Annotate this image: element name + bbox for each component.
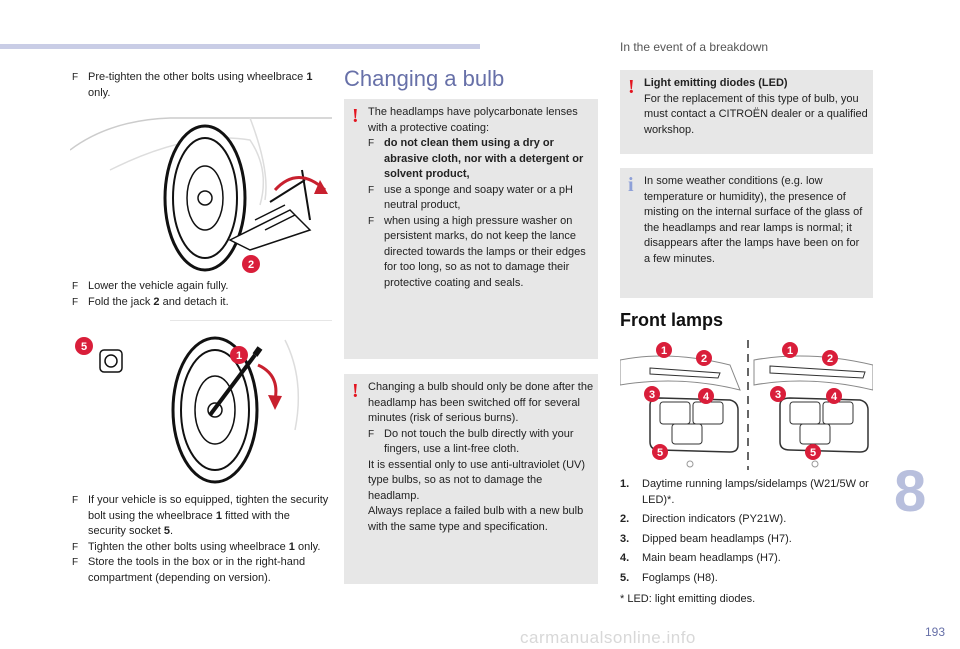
svg-text:2: 2 <box>701 353 707 365</box>
warning-icon: ! <box>352 380 359 402</box>
svg-text:1: 1 <box>236 350 242 362</box>
subsection-heading: Front lamps <box>620 310 724 330</box>
legend-item: 5.Foglamps (H8). <box>620 571 718 584</box>
callout-1 <box>230 346 248 364</box>
warning-icon: ! <box>352 105 359 127</box>
led-warning-box: ! Light emitting diodes (LED) For the re… <box>620 70 873 154</box>
warning-icon: ! <box>628 76 635 98</box>
callout-2 <box>242 255 260 273</box>
svg-text:3: 3 <box>649 389 655 401</box>
svg-text:2: 2 <box>248 259 254 271</box>
right-lamp-drawing <box>753 355 873 468</box>
svg-text:5: 5 <box>657 447 663 459</box>
front-lamps-figure: 1 2 3 4 5 1 2 3 4 5 <box>620 340 873 470</box>
misting-info-box: i In some weather conditions (e.g. low t… <box>620 168 873 298</box>
svg-text:5: 5 <box>81 341 87 353</box>
svg-text:4: 4 <box>831 391 838 403</box>
info-icon: i <box>628 174 634 196</box>
wheel-jack-figure: 2 <box>70 117 332 273</box>
svg-text:4: 4 <box>703 391 710 403</box>
svg-text:3: 3 <box>775 389 781 401</box>
watermark: carmanualsonline.info <box>520 628 696 647</box>
legend-item: 4.Main beam headlamps (H7). <box>620 552 781 564</box>
header-bar <box>0 44 480 49</box>
legend-item: 3.Dipped beam headlamps (H7). <box>620 532 792 545</box>
section-title: In the event of a breakdown <box>620 40 769 54</box>
polycarbonate-warning-box: ! The headlamps have polycarbonate lense… <box>344 99 598 359</box>
page-heading: Changing a bulb <box>344 66 505 91</box>
left-lamp-drawing <box>620 355 741 468</box>
burn-risk-warning-box: ! Changing a bulb should only be done af… <box>344 374 598 584</box>
chapter-number: 8 <box>894 459 927 524</box>
legend-item: 1.Daytime running lamps/sidelamps (W21/5… <box>620 478 869 506</box>
legend-item: 2.Direction indicators (PY21W). <box>620 513 787 525</box>
svg-text:2: 2 <box>827 353 833 365</box>
page-number: 193 <box>925 625 946 639</box>
callout-5 <box>75 337 93 355</box>
lamp-legend: 1.Daytime running lamps/sidelamps (W21/5… <box>620 477 873 590</box>
footnote: * LED: light emitting diodes. <box>620 593 756 605</box>
svg-text:5: 5 <box>810 447 816 459</box>
svg-text:1: 1 <box>661 345 667 357</box>
svg-text:1: 1 <box>787 345 793 357</box>
wheel-brace-figure: 5 1 <box>75 320 332 484</box>
